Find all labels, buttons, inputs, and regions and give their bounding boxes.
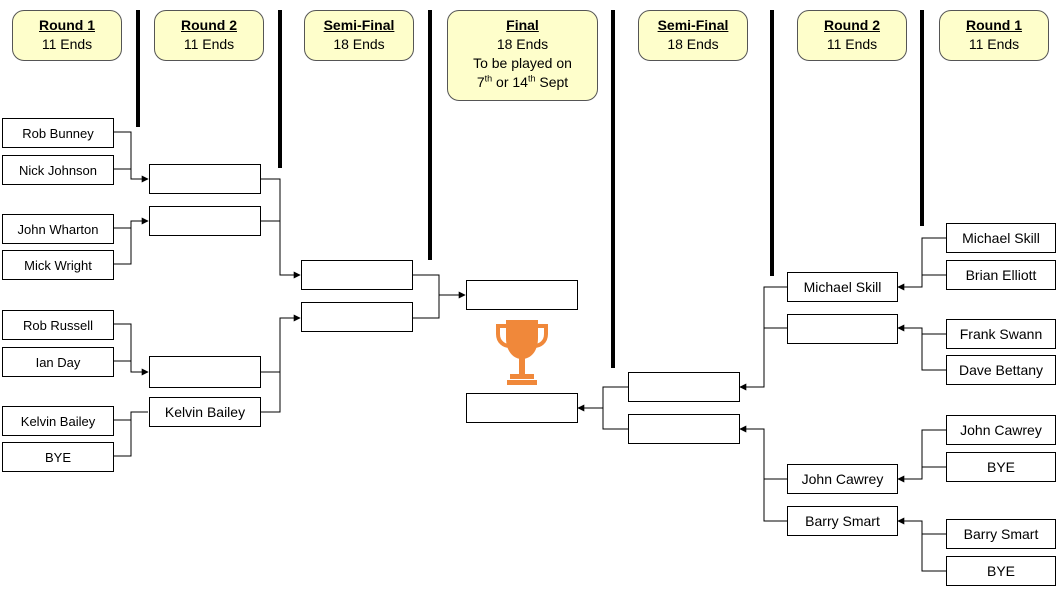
header-sub: 11 Ends (826, 36, 878, 52)
player-slot[interactable]: Dave Bettany (946, 355, 1056, 385)
player-slot[interactable] (149, 356, 261, 388)
player-slot[interactable]: Frank Swann (946, 319, 1056, 349)
player-slot[interactable]: Rob Russell (2, 310, 114, 340)
header-right-semifinal: Semi-Final 18 Ends (638, 10, 748, 61)
player-slot[interactable]: Barry Smart (946, 519, 1056, 549)
header-left-round1: Round 1 11 Ends (12, 10, 122, 61)
player-slot[interactable] (787, 314, 898, 344)
date-a-sup: th (484, 73, 493, 84)
header-sub: 11 Ends (41, 36, 93, 52)
column-divider (136, 10, 140, 127)
header-title: Round 2 (181, 17, 237, 33)
player-slot[interactable] (301, 260, 413, 290)
header-title: Round 1 (39, 17, 95, 33)
header-right-round1: Round 1 11 Ends (939, 10, 1049, 61)
player-slot[interactable]: Nick Johnson (2, 155, 114, 185)
player-slot[interactable]: BYE (946, 452, 1056, 482)
column-divider (920, 10, 924, 226)
column-divider (428, 10, 432, 260)
player-slot[interactable]: Michael Skill (787, 272, 898, 302)
date-b-sup: th (527, 73, 536, 84)
player-slot[interactable]: Michael Skill (946, 223, 1056, 253)
player-slot[interactable]: John Wharton (2, 214, 114, 244)
header-sub: 11 Ends (968, 36, 1020, 52)
player-slot[interactable] (149, 164, 261, 194)
header-sub: 18 Ends (667, 36, 719, 52)
final-slot[interactable] (466, 280, 578, 310)
player-slot[interactable]: BYE (2, 442, 114, 472)
header-sub: 11 Ends (183, 36, 235, 52)
player-slot[interactable]: Brian Elliott (946, 260, 1056, 290)
player-slot[interactable] (149, 206, 261, 236)
final-slot[interactable] (466, 393, 578, 423)
header-title: Final (506, 17, 539, 33)
final-date-line1: To be played on (473, 55, 572, 71)
player-slot[interactable]: Rob Bunney (2, 118, 114, 148)
header-left-semifinal: Semi-Final 18 Ends (304, 10, 414, 61)
column-divider (611, 10, 615, 368)
player-slot[interactable]: Ian Day (2, 347, 114, 377)
header-title: Round 2 (824, 17, 880, 33)
header-title: Semi-Final (657, 17, 729, 33)
header-sub: 18 Ends (333, 36, 385, 52)
column-divider (278, 10, 282, 168)
player-slot[interactable]: Mick Wright (2, 250, 114, 280)
header-right-round2: Round 2 11 Ends (797, 10, 907, 61)
player-slot[interactable] (301, 302, 413, 332)
player-slot[interactable]: BYE (946, 556, 1056, 586)
player-slot[interactable]: John Cawrey (946, 415, 1056, 445)
date-end: Sept (535, 74, 569, 90)
player-slot[interactable] (628, 414, 740, 444)
final-date-line2: 7th or 14th Sept (448, 73, 597, 92)
trophy-icon (496, 320, 548, 385)
header-title: Round 1 (966, 17, 1022, 33)
player-slot[interactable]: Barry Smart (787, 506, 898, 536)
header-left-round2: Round 2 11 Ends (154, 10, 264, 61)
date-mid: or 14 (492, 74, 528, 90)
player-slot[interactable] (628, 372, 740, 402)
column-divider (770, 10, 774, 276)
header-title: Semi-Final (323, 17, 395, 33)
player-slot[interactable]: John Cawrey (787, 464, 898, 494)
header-final: Final 18 Ends To be played on 7th or 14t… (447, 10, 598, 101)
header-sub: 18 Ends (496, 36, 549, 52)
player-slot[interactable]: Kelvin Bailey (149, 397, 261, 427)
player-slot[interactable]: Kelvin Bailey (2, 406, 114, 436)
date-a: 7 (476, 74, 485, 90)
